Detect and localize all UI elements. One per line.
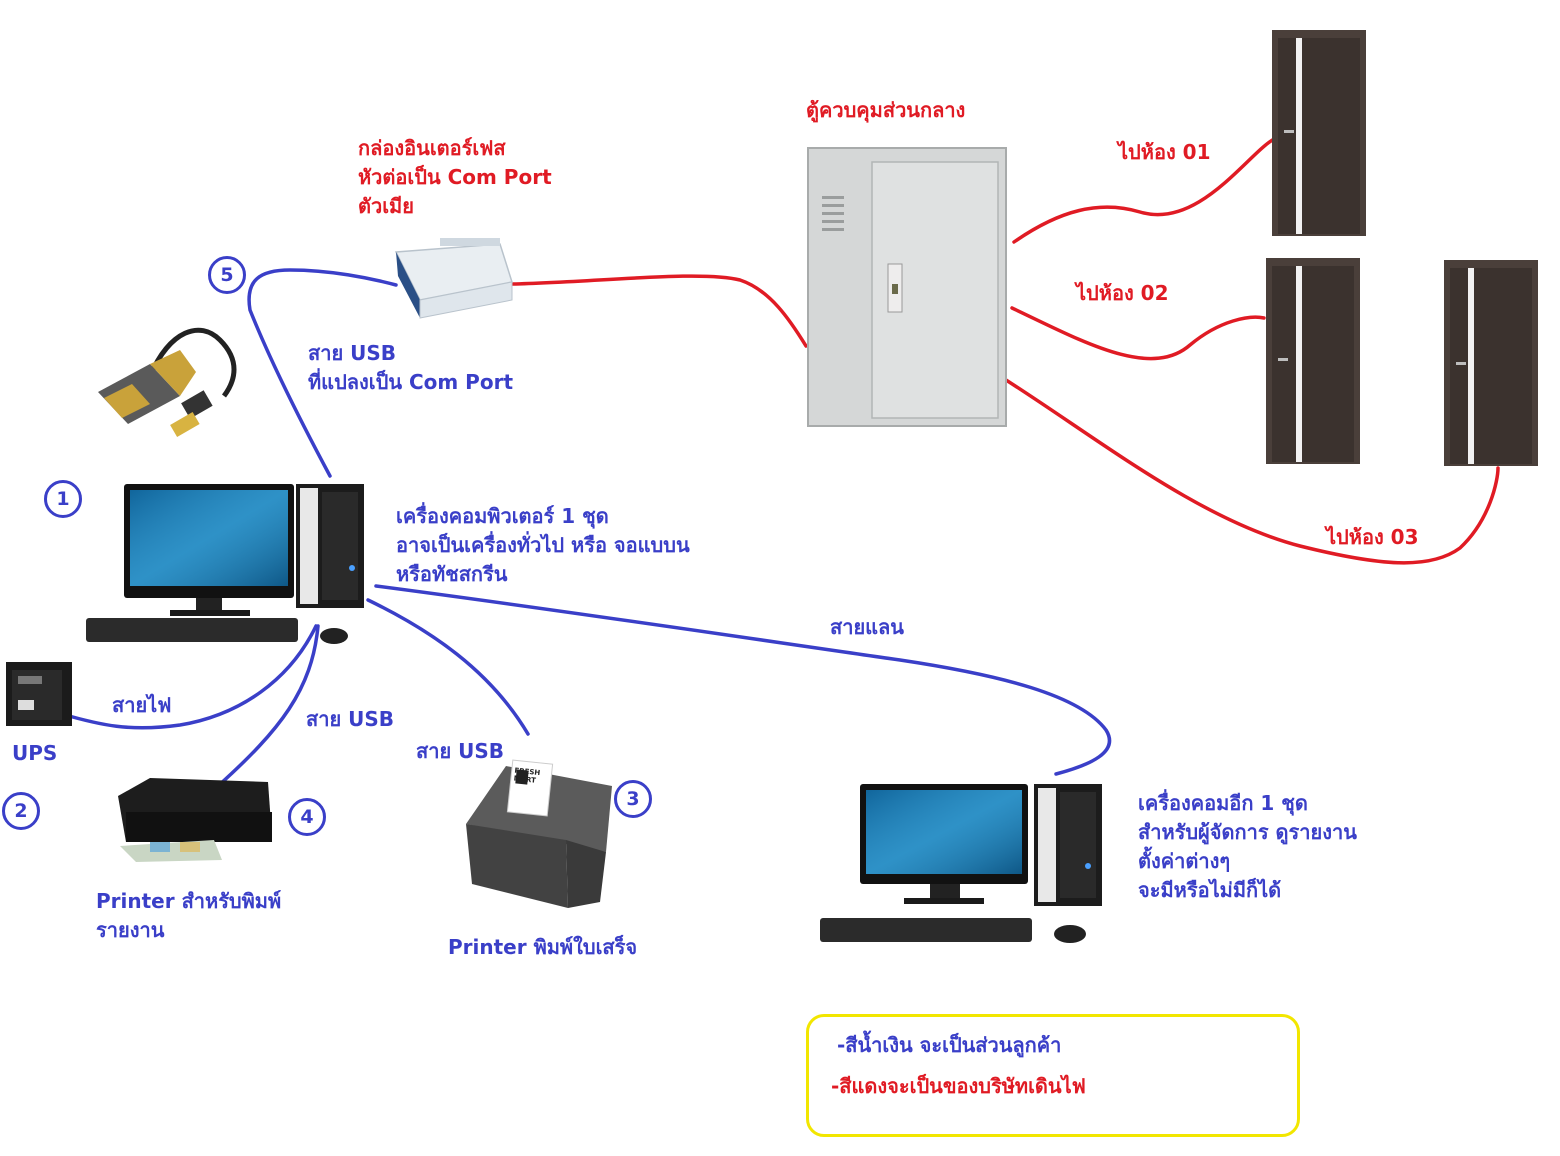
interface-box-label-line3: ตัวเมีย — [358, 194, 414, 218]
manager-pc-label-line4: จะมีหรือไม่มีก็ได้ — [1138, 878, 1282, 902]
computer-label-line3: หรือทัชสกรีน — [396, 562, 508, 586]
manager-pc-label-line2: สำหรับผู้จัดการ ดูรายงาน — [1138, 820, 1357, 844]
ups-label: UPS — [12, 741, 58, 765]
usb-com-label-line1: สาย USB — [308, 341, 397, 365]
lan-cable-label: สายแลน — [830, 615, 904, 639]
interface-box-label-line1: กล่องอินเตอร์เฟส — [358, 136, 506, 160]
usb-serial-adapter — [98, 327, 237, 438]
control-cabinet — [807, 147, 1007, 427]
blue-wire-usb-receipt-printer — [366, 598, 530, 736]
legend-box: -สีน้ำเงิน จะเป็นส่วนลูกค้า -สีแดงจะเป็น… — [806, 1014, 1300, 1137]
report-printer — [118, 778, 272, 862]
manager-pc-label-line3: ตั้งค่าต่างๆ — [1138, 849, 1231, 873]
blue-wire-power — [60, 624, 318, 730]
manager-pc-label-line1: เครื่องคอมอีก 1 ชุด — [1138, 791, 1308, 815]
interface-box — [394, 238, 513, 319]
number-badge-5: 5 — [208, 256, 246, 294]
control-cabinet-label: ตู้ควบคุมส่วนกลาง — [806, 98, 966, 122]
power-cable-label: สายไฟ — [112, 693, 172, 717]
red-wire-room-01 — [1012, 136, 1278, 244]
room-02-label: ไปห้อง 02 — [1076, 281, 1169, 305]
interface-box-label-line2: หัวต่อเป็น Com Port — [358, 165, 552, 189]
computer-label-line1: เครื่องคอมพิวเตอร์ 1 ชุด — [396, 504, 609, 528]
receipt-printer — [466, 759, 612, 908]
legend-red-line: -สีแดงจะเป็นของบริษัทเดินไฟ — [831, 1074, 1086, 1098]
usb-report-printer-label: สาย USB — [306, 707, 395, 731]
blue-wire-usb-com — [247, 268, 398, 478]
main-computer — [86, 484, 364, 644]
door-room-03 — [1444, 260, 1538, 466]
blue-wire-lan — [374, 584, 1112, 776]
receipt-printer-label: Printer พิมพ์ใบเสร็จ — [448, 935, 638, 959]
number-badge-1: 1 — [44, 480, 82, 518]
manager-computer — [820, 784, 1102, 943]
blue-wire-usb-report-printer — [216, 624, 320, 788]
room-03-label: ไปห้อง 03 — [1326, 525, 1419, 549]
red-wire-interface-to-cabinet — [510, 274, 808, 348]
report-printer-label-line2: รายงาน — [96, 918, 165, 942]
report-printer-label-line1: Printer สำหรับพิมพ์ — [96, 889, 282, 913]
room-01-label: ไปห้อง 01 — [1118, 140, 1211, 164]
door-room-02 — [1266, 258, 1360, 464]
ups-unit — [6, 662, 72, 726]
red-wire-room-02 — [1010, 306, 1266, 361]
usb-com-label-line2: ที่แปลงเป็น Com Port — [308, 370, 513, 394]
receipt-brand-text: FRESH MART — [513, 766, 541, 785]
usb-receipt-printer-label: สาย USB — [416, 739, 505, 763]
red-wire-room-03 — [1004, 378, 1500, 565]
computer-label-line2: อาจเป็นเครื่องทั่วไป หรือ จอแบบน — [396, 533, 690, 557]
number-badge-3: 3 — [614, 780, 652, 818]
door-room-01 — [1272, 30, 1366, 236]
number-badge-2: 2 — [2, 792, 40, 830]
legend-blue-line: -สีน้ำเงิน จะเป็นส่วนลูกค้า — [837, 1033, 1062, 1057]
number-badge-4: 4 — [288, 798, 326, 836]
